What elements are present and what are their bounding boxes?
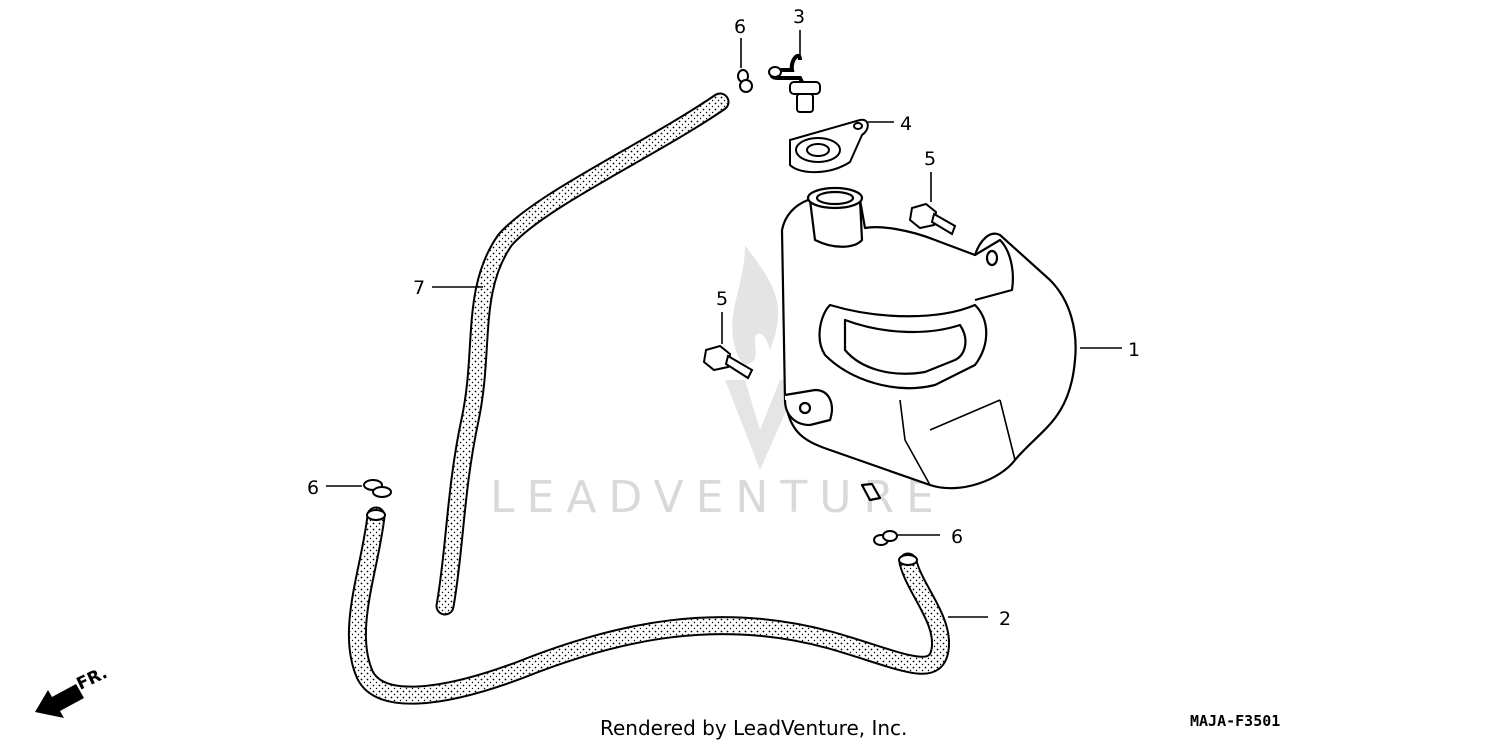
render-credit: Rendered by LeadVenture, Inc. (600, 716, 908, 740)
callout-2: 2 (999, 608, 1011, 630)
callout-1: 1 (1128, 339, 1140, 361)
bolt-part-5-upper[interactable] (908, 172, 957, 236)
bolt-part-5-lower[interactable] (702, 312, 754, 380)
hose-part-2[interactable] (347, 506, 951, 705)
callout-6-left: 6 (307, 477, 319, 499)
callout-7: 7 (413, 277, 425, 299)
clip-part-6-right[interactable] (873, 530, 940, 546)
callout-5-lower: 5 (716, 288, 728, 310)
cap-part-3[interactable] (768, 30, 821, 113)
clip-part-6-left[interactable] (326, 479, 392, 498)
front-indicator-label: FR. (74, 663, 111, 694)
front-arrow-icon: FR. (35, 663, 111, 718)
callout-4: 4 (900, 113, 912, 135)
leadventure-logo-icon (725, 245, 800, 470)
hose-part-7[interactable] (435, 92, 730, 616)
callout-3: 3 (793, 6, 805, 28)
callout-6-right: 6 (951, 526, 963, 548)
bracket-part-4[interactable] (789, 118, 894, 174)
callout-6-top: 6 (734, 16, 746, 38)
watermark-text: LEADVENTURE (490, 472, 946, 523)
callout-5-upper: 5 (924, 148, 936, 170)
clip-part-6-top[interactable] (737, 38, 753, 93)
diagram-code: MAJA-F3501 (1190, 712, 1281, 730)
reserve-tank-part-1[interactable] (780, 186, 1122, 502)
